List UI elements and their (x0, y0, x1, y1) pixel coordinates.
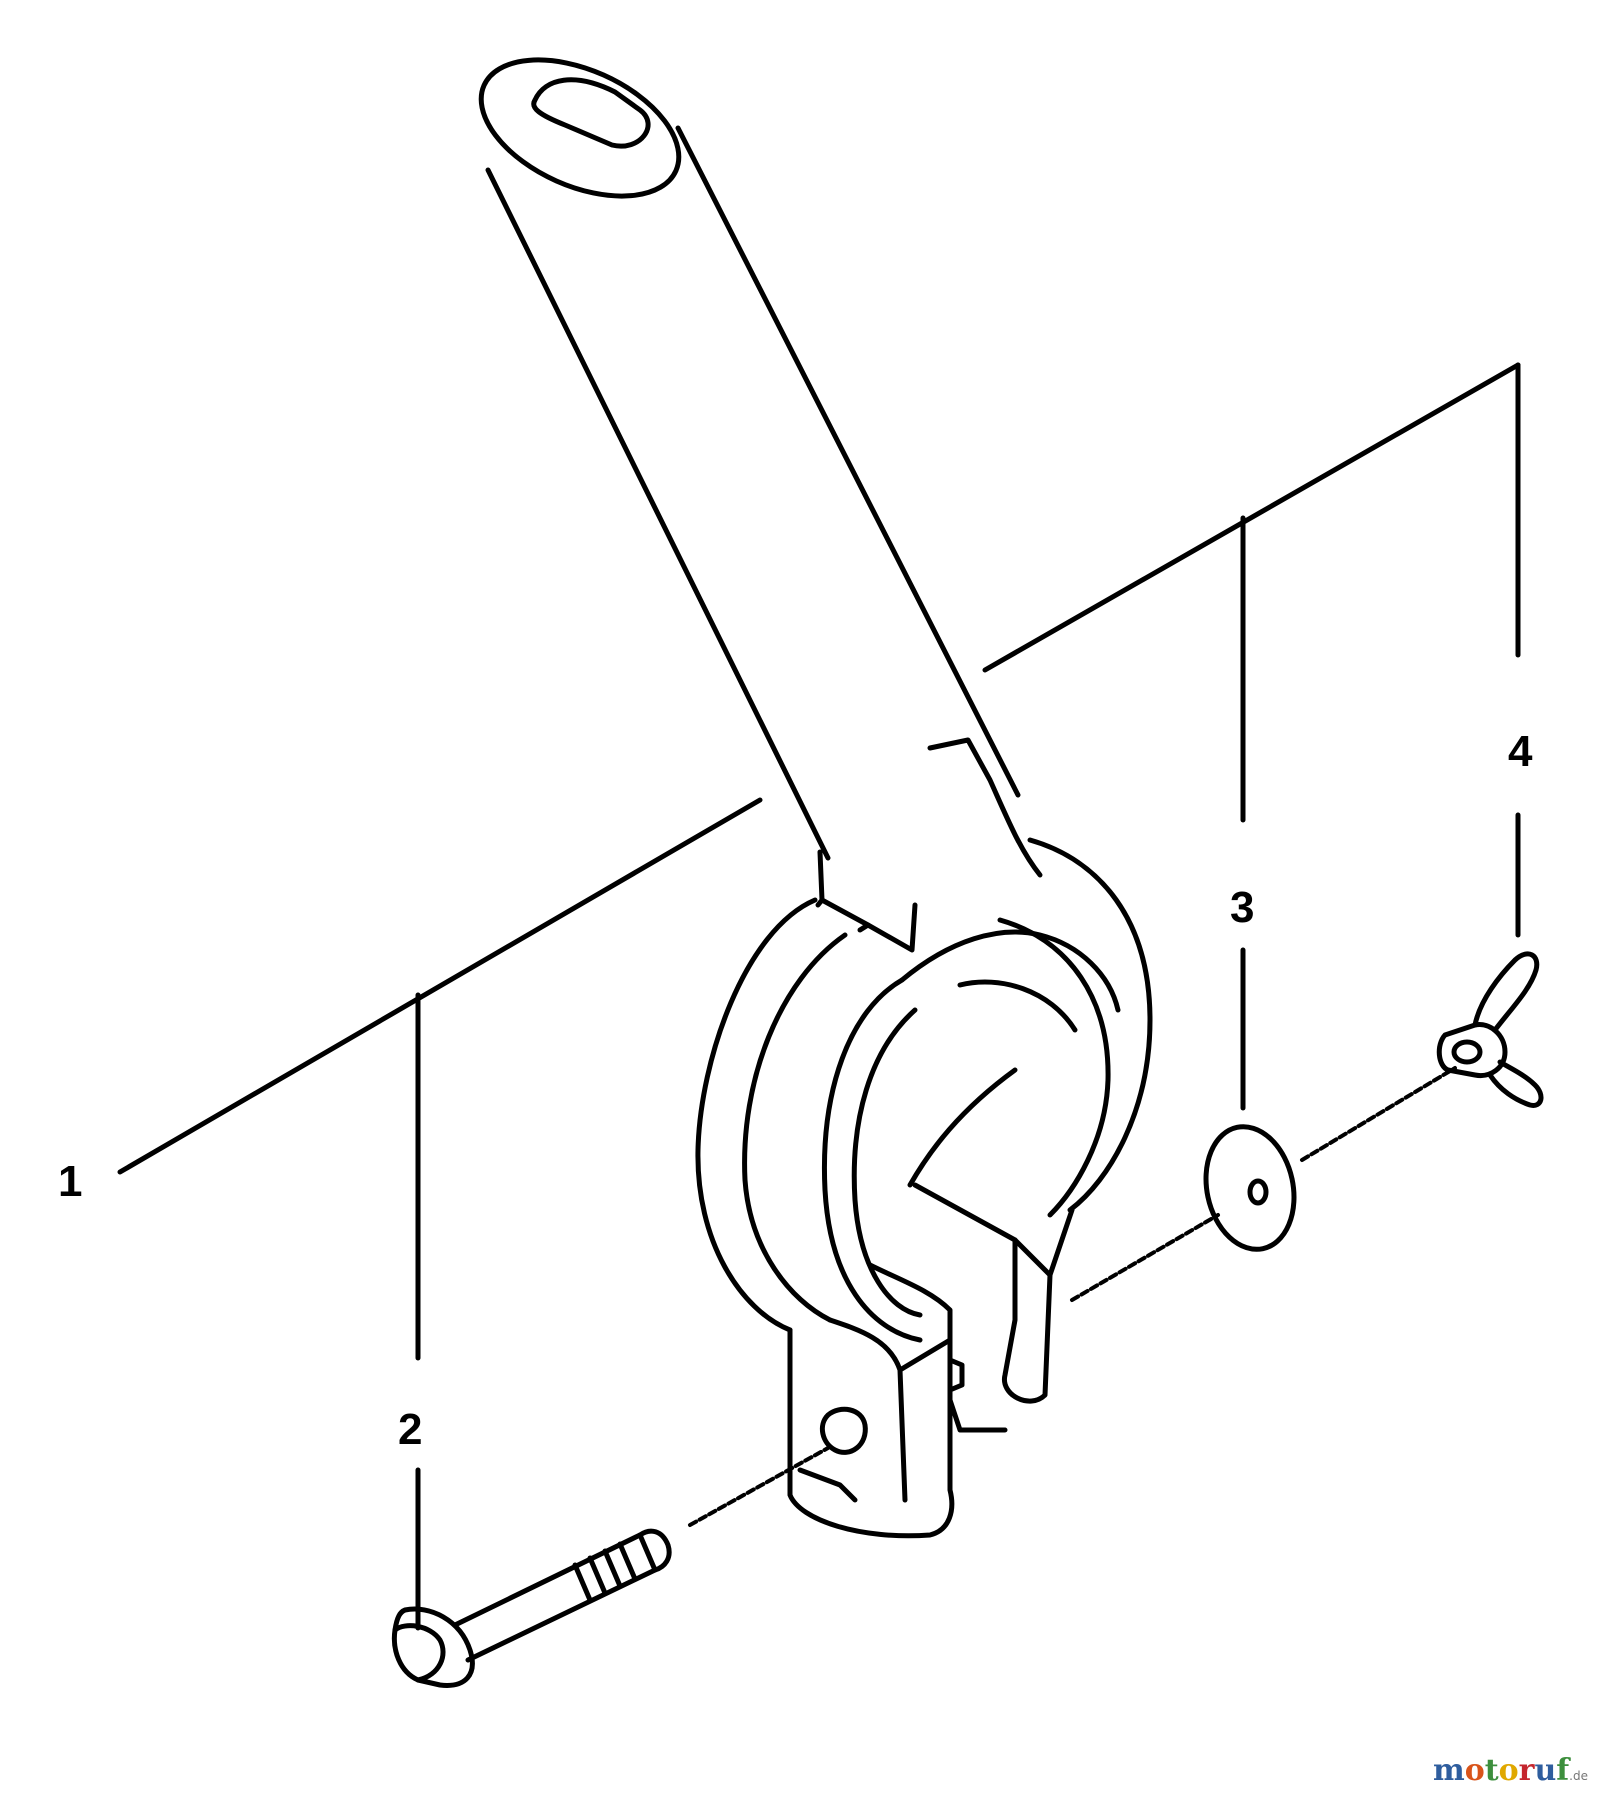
bolt-head (391, 1606, 475, 1688)
leader-lines (117, 362, 1521, 1631)
bolt-head-face (392, 1623, 446, 1683)
tube-end-cap (478, 57, 682, 199)
clamp-inner-left (742, 932, 848, 1323)
watermark-tld: .de (1569, 1769, 1588, 1783)
wing-nut-hole (1451, 1039, 1483, 1065)
watermark-letter: u (1534, 1753, 1557, 1788)
tube-end-slot (531, 77, 651, 149)
callout-4: 4 (1508, 727, 1533, 776)
washer-axis-line (1070, 1213, 1220, 1302)
washer-hole (1247, 1178, 1269, 1206)
clamp-small-tab (947, 1357, 965, 1393)
watermark-letter: o (1464, 1753, 1485, 1788)
clamp-outer-left (695, 897, 818, 1333)
clamp-jaw-left (787, 1327, 955, 1539)
motoruf-watermark: motoruf.de (1433, 1753, 1588, 1788)
clamp-bolt-hole (819, 1406, 868, 1455)
wing-nut-body (1436, 1022, 1508, 1079)
clamp-jaw-right-edge (1012, 1237, 1053, 1278)
tube-collar (817, 849, 918, 953)
assembly-axes (688, 1066, 1457, 1527)
leader-line-3-diagonal (982, 362, 1521, 673)
clamp-front-ring-inner (851, 1007, 923, 1318)
clamp-jaw-center (867, 1262, 1008, 1433)
bolt-axis-line (688, 1446, 830, 1527)
leader-line-1 (117, 797, 763, 1175)
clamp-jaw-lip (797, 1467, 858, 1503)
clamp-jaw-left-inner (827, 1317, 953, 1503)
wingnut-axis-line (1300, 1066, 1457, 1162)
callout-2: 2 (398, 1405, 423, 1454)
clamp-outer-right (1027, 837, 1153, 1213)
watermark-letter: f (1556, 1753, 1570, 1788)
callout-1: 1 (58, 1157, 83, 1206)
watermark-text: motoruf (1433, 1753, 1569, 1788)
tube-right-edge (675, 125, 1021, 798)
bolt-shank-bottom (465, 1567, 658, 1663)
tube-bottom-flare (927, 737, 1043, 878)
clamp-bracket (695, 837, 1153, 1539)
watermark-letter: r (1518, 1753, 1535, 1788)
watermark-letter: t (1484, 1753, 1499, 1788)
clamp-top-ring (899, 929, 1121, 1013)
bolt-thread (572, 1528, 672, 1603)
callout-3: 3 (1230, 883, 1255, 932)
tube-left-edge (485, 167, 831, 861)
wing-nut (1436, 951, 1544, 1108)
handle-tube (478, 57, 1043, 953)
washer (1203, 1124, 1297, 1252)
clamp-front-ring-outer (821, 977, 923, 1343)
wing-nut-upper-wing (1472, 951, 1540, 1033)
bolt (391, 1528, 672, 1688)
wing-nut-lower-wing (1487, 1059, 1544, 1108)
clamp-jaw-right (912, 1182, 1075, 1404)
watermark-letter: m (1433, 1753, 1465, 1788)
clamp-inner-right (997, 917, 1111, 1218)
tube-collar-inner (815, 897, 871, 933)
bolt-shank-top (452, 1532, 643, 1628)
washer-outer (1203, 1124, 1297, 1252)
clamp-cavity (907, 979, 1078, 1188)
watermark-letter: o (1498, 1753, 1519, 1788)
